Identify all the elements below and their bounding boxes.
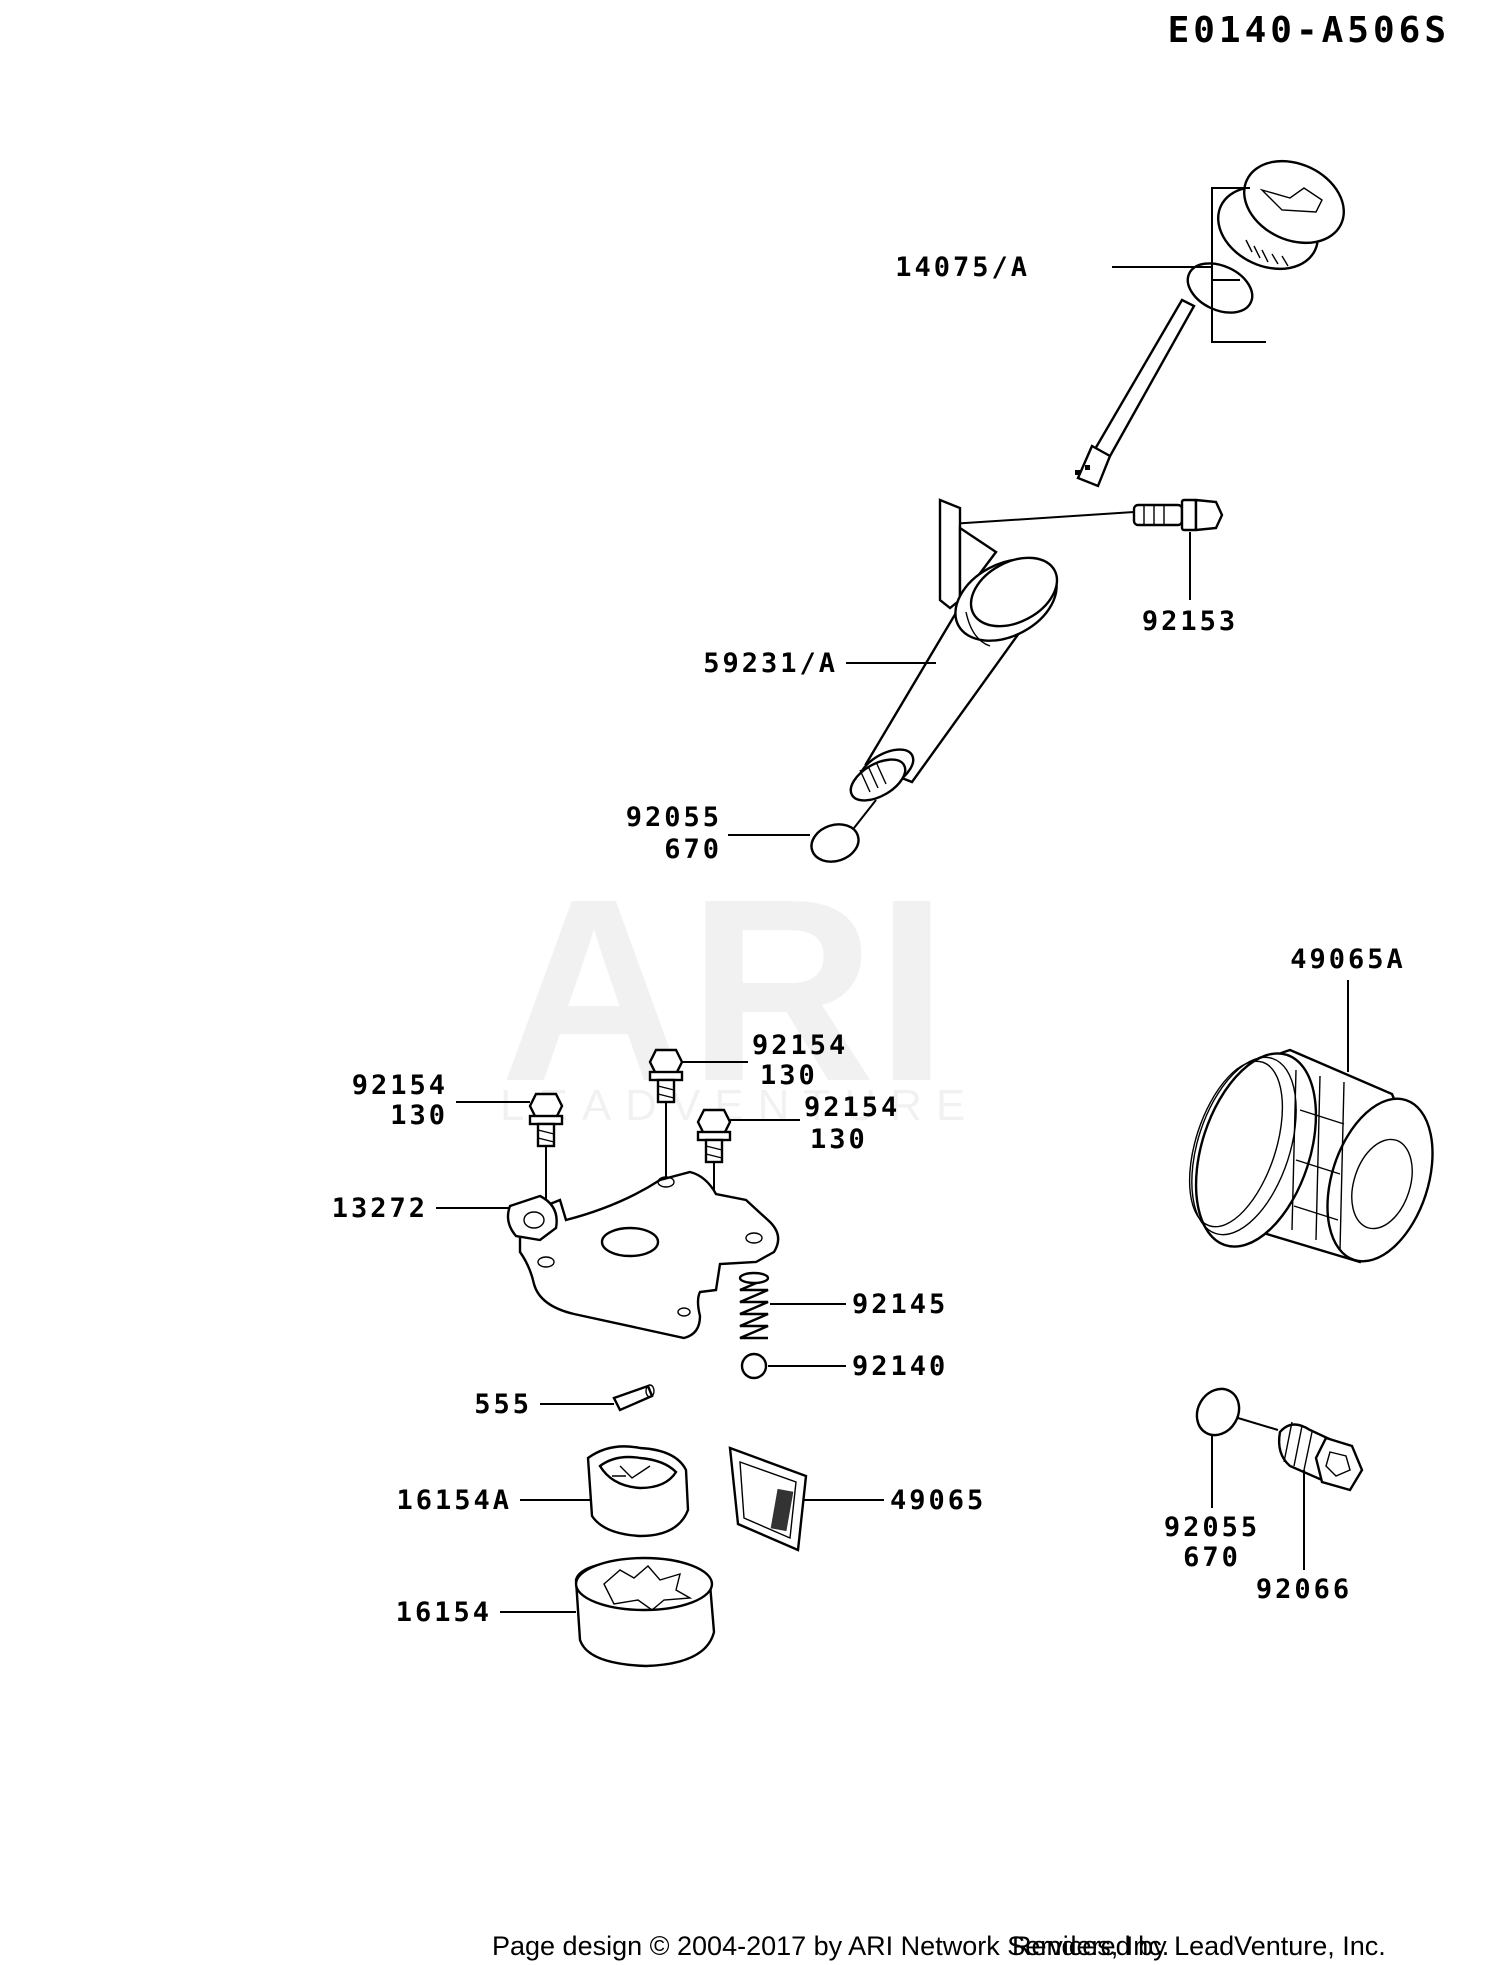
callout-16154A: 16154A: [396, 1485, 592, 1516]
label-92145: 92145: [852, 1289, 948, 1320]
callout-92154: 92154 130 92154 130 92154 130: [352, 1030, 900, 1260]
label-16154A: 16154A: [396, 1485, 512, 1516]
label-14075: 14075/A: [895, 252, 1030, 283]
label-13272: 13272: [332, 1193, 428, 1224]
label-92154-middle-size: 130: [760, 1060, 818, 1091]
label-92154-middle: 92154: [752, 1030, 848, 1061]
label-92055-lower-size: 670: [1183, 1542, 1241, 1573]
label-49065A: 49065A: [1290, 944, 1406, 975]
label-92055-lower: 92055: [1164, 1512, 1260, 1543]
callout-92140: 92140: [768, 1351, 948, 1382]
label-92055-upper: 92055: [626, 802, 722, 833]
bolt-92154-left-part[interactable]: [528, 1092, 564, 1148]
watermark: ARI LEADVENTURE: [500, 846, 979, 1136]
outer-rotor-part[interactable]: [574, 1556, 716, 1668]
label-16154: 16154: [396, 1597, 492, 1628]
callout-59231: 59231/A: [703, 648, 936, 679]
callout-92066: 92066: [1256, 1470, 1352, 1605]
bolt-92153-part[interactable]: [1132, 498, 1224, 532]
oil-filter-part[interactable]: [1171, 1038, 1451, 1275]
bolt-92154-middle-part[interactable]: [648, 1048, 684, 1104]
label-49065: 49065: [890, 1485, 986, 1516]
label-92055-upper-size: 670: [664, 834, 722, 865]
dipstick-tube-part[interactable]: [844, 498, 1071, 809]
strainer-part[interactable]: [728, 1446, 808, 1552]
ball-part[interactable]: [740, 1352, 768, 1380]
o-ring-92055-upper-part[interactable]: [807, 818, 864, 867]
pump-plate-part[interactable]: [506, 1170, 780, 1340]
label-92154-left-size: 130: [390, 1100, 448, 1131]
pin-part[interactable]: [612, 1384, 655, 1412]
label-59231: 59231/A: [703, 648, 838, 679]
label-92154-left: 92154: [352, 1070, 448, 1101]
callout-49065: 49065: [804, 1485, 986, 1516]
callout-16154: 16154: [396, 1597, 576, 1628]
o-ring-92055-lower-part[interactable]: [1189, 1381, 1248, 1443]
watermark-subtitle: LEADVENTURE: [500, 1081, 979, 1130]
footer-copyright: Page design © 2004-2017 by ARI Network S…: [492, 1931, 1169, 1961]
bolt-92154-right-part[interactable]: [696, 1108, 732, 1164]
label-92154-right-size: 130: [810, 1124, 868, 1155]
callout-92145: 92145: [770, 1289, 948, 1320]
footer-rendered-by: Rendered by LeadVenture, Inc.: [1012, 1931, 1386, 1961]
label-92153: 92153: [1142, 606, 1238, 637]
callout-92055-lower: 92055 670: [1164, 1417, 1279, 1573]
watermark-title: ARI: [500, 846, 948, 1136]
drain-plug-part[interactable]: [1277, 1421, 1364, 1492]
dipstick-part[interactable]: [1075, 146, 1357, 488]
label-92066: 92066: [1256, 1574, 1352, 1605]
callout-14075: 14075/A: [895, 187, 1266, 343]
callout-555: 555: [474, 1389, 614, 1420]
label-92154-right: 92154: [804, 1092, 900, 1123]
inner-rotor-part[interactable]: [586, 1445, 690, 1538]
callout-92055-upper: 92055 670: [626, 799, 877, 865]
label-555: 555: [474, 1389, 532, 1420]
diagram-code: E0140-A506S: [1168, 10, 1450, 51]
callout-49065A: 49065A: [1290, 944, 1406, 1072]
callout-92153: 92153: [949, 511, 1238, 637]
spring-part[interactable]: [738, 1271, 770, 1340]
callout-13272: 13272: [332, 1193, 510, 1224]
label-92140: 92140: [852, 1351, 948, 1382]
